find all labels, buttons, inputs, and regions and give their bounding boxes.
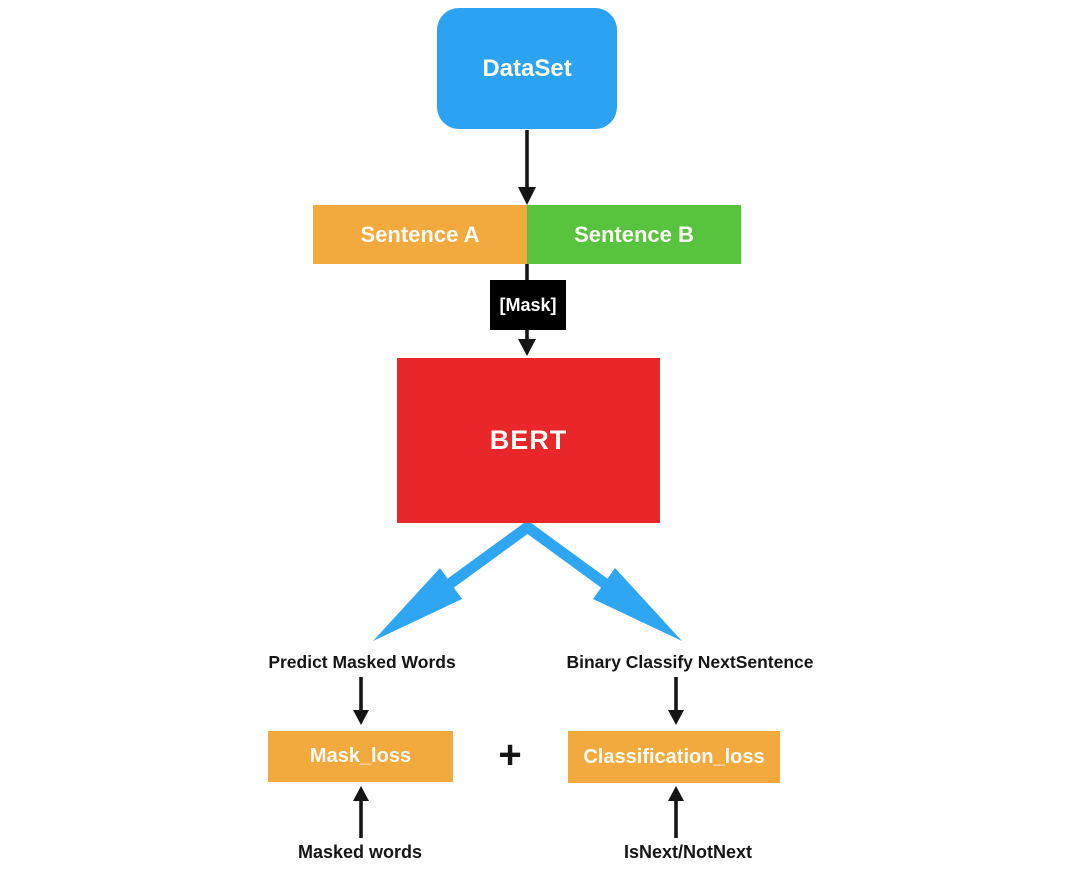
isnext-to-classloss-arrow — [668, 786, 684, 838]
bert-label: BERT — [489, 425, 568, 455]
sentence-a-label: Sentence A — [360, 221, 480, 247]
binary-to-classloss-arrow — [668, 677, 684, 725]
predict-masked-words-label: Predict Masked Words — [268, 652, 456, 672]
dataset-label: DataSet — [482, 54, 572, 82]
mask-token-label: [Mask] — [499, 294, 557, 315]
bert-node: BERT — [397, 358, 660, 523]
mask-token-node: [Mask] — [490, 280, 566, 330]
dataset-node: DataSet — [437, 8, 617, 129]
bert-to-predict-arrow — [373, 521, 533, 641]
classification-loss-node: Classification_loss — [568, 731, 780, 783]
sentence-b-node: Sentence B — [527, 205, 741, 264]
maskedwords-to-maskloss-arrow — [353, 786, 369, 838]
dataset-to-sentences-arrow — [518, 130, 536, 205]
sentence-a-node: Sentence A — [313, 205, 527, 264]
plus-sign: + — [498, 733, 522, 777]
sentence-b-label: Sentence B — [574, 221, 694, 247]
masked-words-label: Masked words — [297, 842, 423, 862]
bert-to-binary-arrow — [522, 521, 682, 641]
mask-loss-label: Mask_loss — [309, 745, 412, 767]
classification-loss-label: Classification_loss — [583, 745, 765, 768]
predict-to-maskloss-arrow — [353, 677, 369, 725]
mask-loss-node: Mask_loss — [268, 731, 453, 782]
isnext-notnext-label: IsNext/NotNext — [623, 842, 753, 862]
binary-classify-label: Binary Classify NextSentence — [566, 652, 814, 672]
